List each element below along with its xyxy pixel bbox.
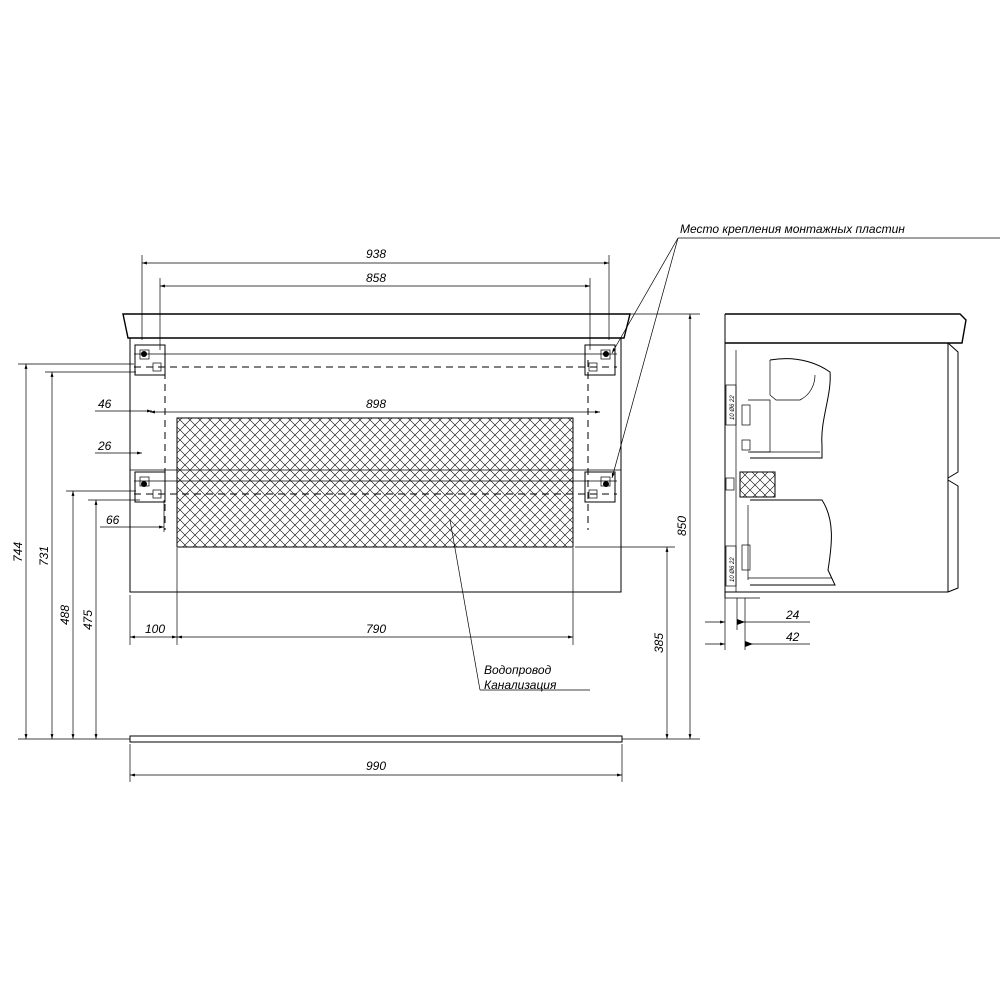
annotations: Место крепления монтажных пластин Водопр… (449, 222, 1000, 692)
dim-385: 385 (652, 633, 666, 653)
side-front-panel-upper (947, 342, 959, 479)
dim-42: 42 (786, 630, 800, 644)
floor-line (129, 735, 623, 743)
water-supply-label: Водопровод (484, 663, 552, 677)
side-front-panel-lower (947, 479, 959, 593)
plumbing-leader (449, 519, 481, 691)
mounting-plate-bottom-left (134, 471, 166, 503)
mounting-leader-1 (611, 237, 679, 354)
front-view (122, 313, 631, 743)
plumbing-zone-hatched (176, 417, 574, 548)
svg-text:10 Ø6 22: 10 Ø6 22 (730, 557, 736, 582)
mounting-plate-bottom-right (584, 471, 616, 503)
svg-text:10 Ø6 22: 10 Ø6 22 (730, 395, 736, 420)
dim-858: 858 (366, 271, 386, 285)
dim-938: 938 (366, 247, 386, 261)
front-countertop (122, 313, 631, 339)
dim-790: 790 (366, 622, 386, 636)
dim-475: 475 (81, 610, 95, 630)
mounting-plates-label: Место крепления монтажных пластин (680, 222, 905, 236)
side-dimensions: 24 42 (705, 598, 810, 650)
dim-990: 990 (366, 759, 386, 773)
dim-100: 100 (145, 622, 165, 636)
dim-850: 850 (675, 516, 689, 536)
dim-66: 66 (106, 513, 120, 527)
side-plumbing-box (739, 471, 776, 498)
side-drawer-lower (750, 499, 836, 586)
mounting-plate-top-left (134, 344, 166, 376)
mounting-leader-2 (611, 237, 679, 479)
side-mount-lower: 10 Ø6 22 (725, 545, 737, 587)
sewage-label: Канализация (484, 678, 557, 692)
front-cabinet-body (129, 338, 622, 593)
mounting-plate-top-right (584, 344, 616, 376)
dim-26: 26 (97, 439, 112, 453)
side-countertop (725, 313, 967, 344)
dim-731: 731 (37, 546, 51, 566)
dim-488: 488 (58, 605, 72, 625)
dim-24: 24 (785, 608, 800, 622)
dim-46: 46 (98, 397, 112, 411)
side-drawer-upper (750, 358, 831, 459)
side-mount-upper: 10 Ø6 22 (725, 384, 737, 426)
dim-744: 744 (11, 542, 25, 562)
dim-898: 898 (366, 397, 386, 411)
side-view: 10 Ø6 22 10 Ø6 22 (724, 313, 967, 599)
front-dimensions: 938 858 898 46 26 66 100 790 990 (11, 247, 700, 782)
